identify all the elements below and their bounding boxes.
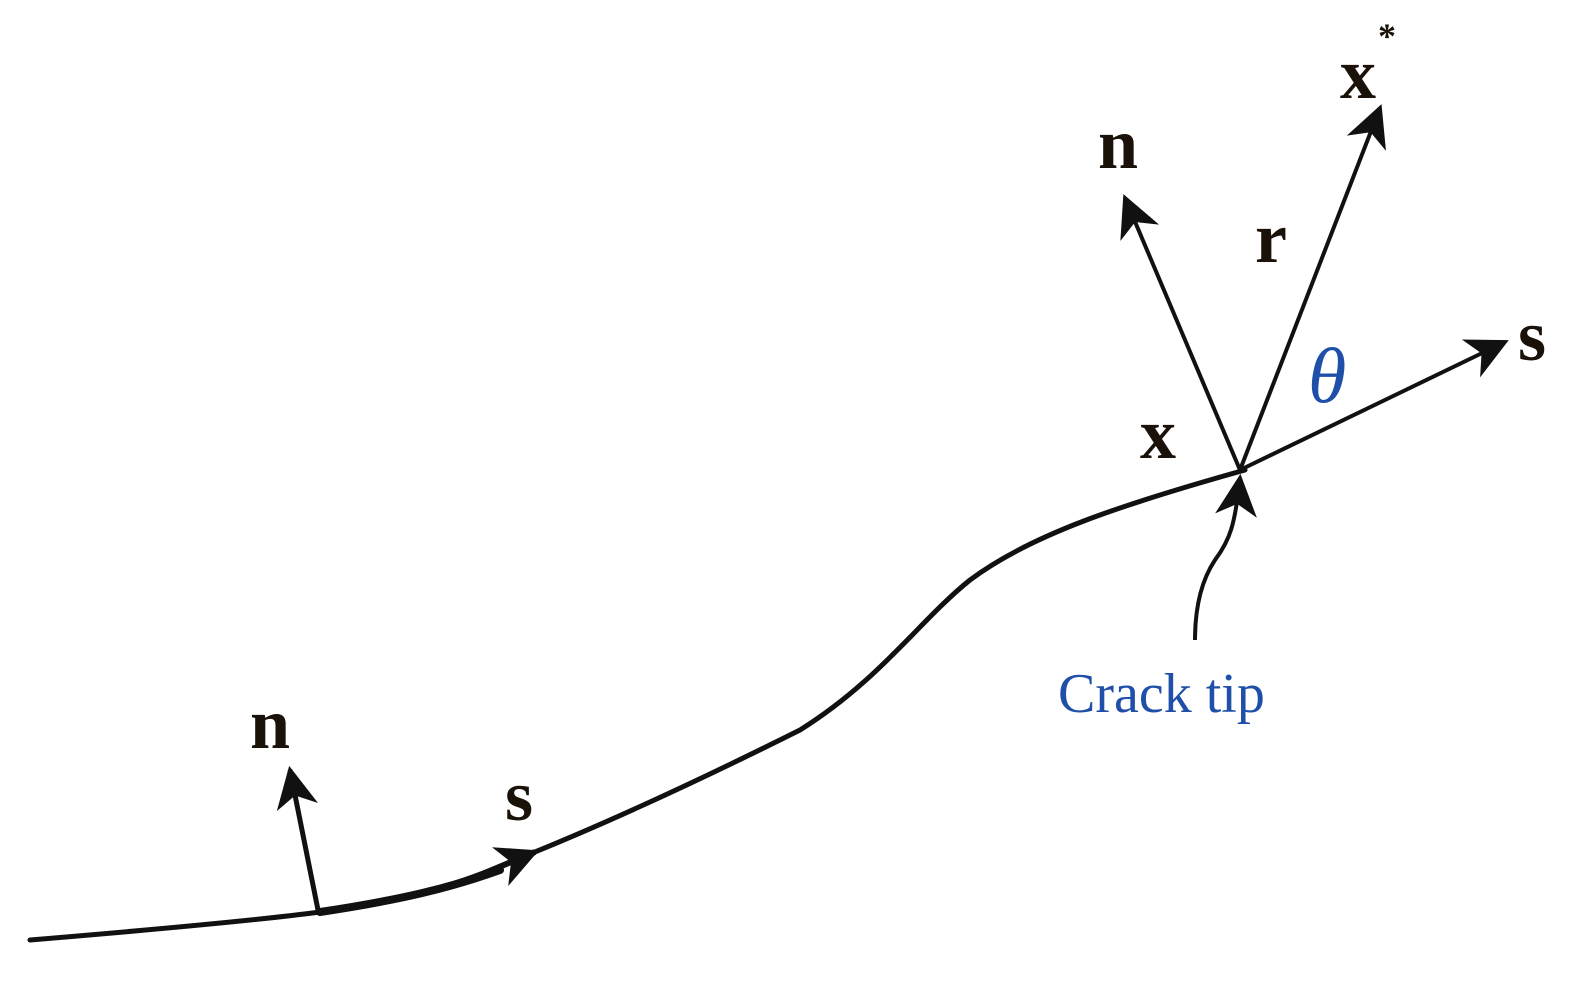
crack-tip-pointer <box>1193 473 1257 641</box>
left-normal-n-arrow <box>276 765 321 911</box>
tip-normal-n-arrow <box>1120 194 1242 471</box>
label-s-tip: s <box>1518 296 1546 376</box>
label-n-tip: n <box>1098 104 1138 184</box>
label-x-star-superscript: * <box>1378 16 1396 56</box>
label-x-star: x <box>1340 34 1376 114</box>
crack-curve-thick-segment <box>316 866 504 916</box>
tip-radial-r-arrow <box>1238 104 1386 471</box>
left-tangent-s-arrow <box>478 847 539 886</box>
tip-tangent-s-arrow <box>1239 339 1509 472</box>
label-r: r <box>1255 198 1287 278</box>
label-x: x <box>1140 394 1176 474</box>
crack-curve <box>27 467 1248 943</box>
label-crack-tip: Crack tip <box>1058 663 1265 725</box>
label-n-left: n <box>250 684 290 764</box>
label-s-left: s <box>505 756 533 836</box>
label-theta: θ <box>1308 332 1346 419</box>
